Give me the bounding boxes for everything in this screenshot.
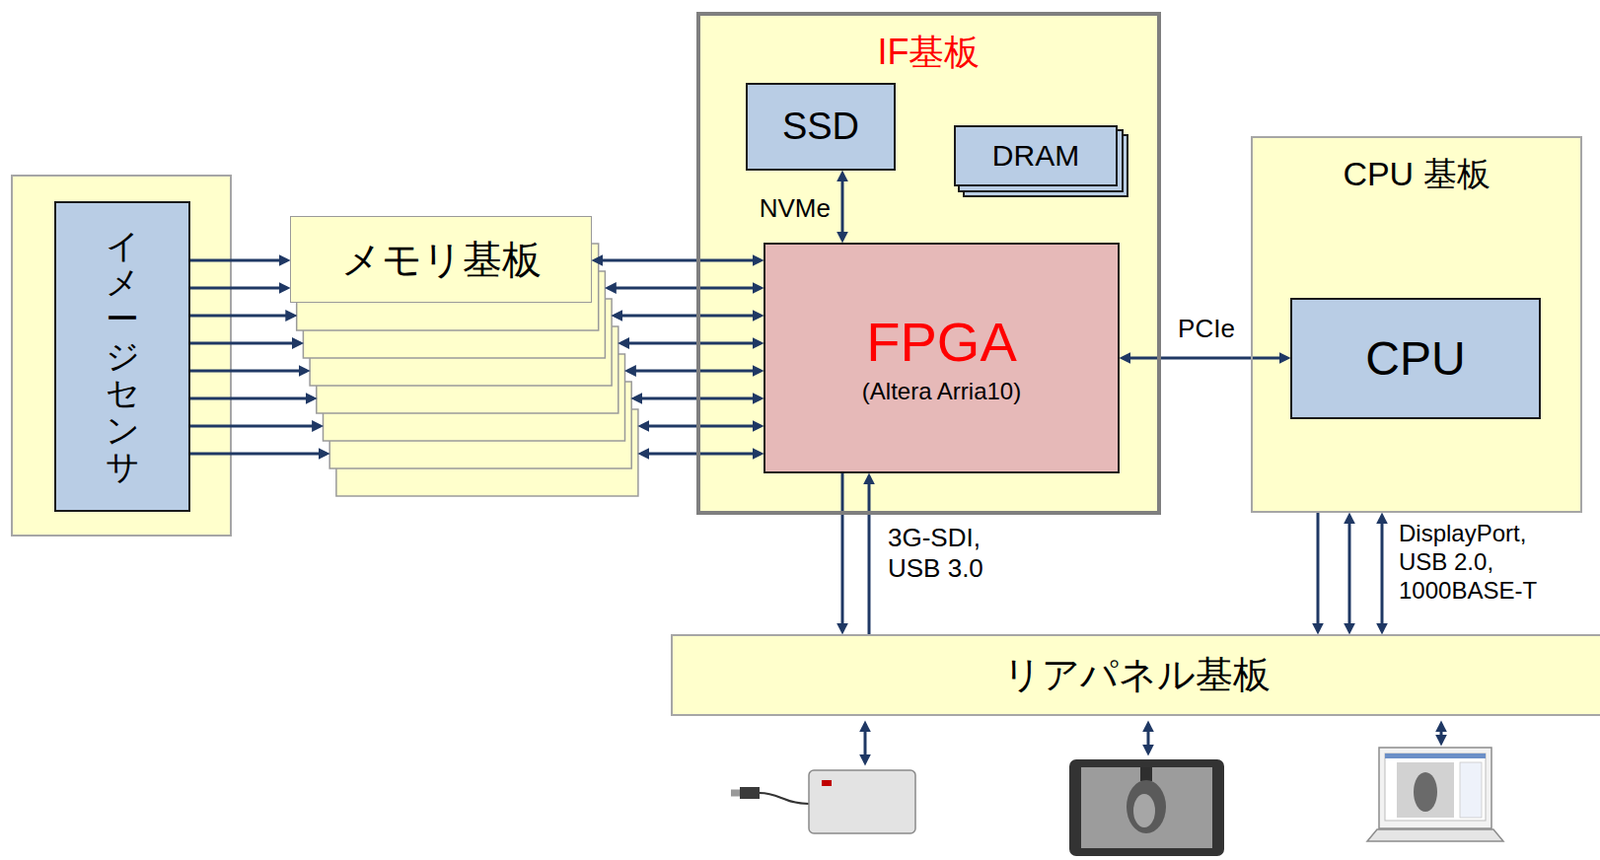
component-label: イメージセンサ: [105, 227, 140, 487]
laptop-panel: [1459, 762, 1482, 818]
rear-panel-board: リアパネル基板: [670, 634, 1600, 717]
data-arrow: [190, 425, 321, 429]
monitor-screen: [1081, 767, 1213, 849]
signal-arrow: [868, 476, 872, 635]
usb-plug: [739, 787, 760, 800]
laptop-picture: [1413, 772, 1438, 812]
component-label: SSD: [782, 105, 860, 149]
connector-layer: [190, 173, 1382, 635]
usb-cable: [759, 793, 809, 804]
sensor-chip: イメージセンサ: [54, 201, 191, 512]
data-arrow: [190, 342, 300, 346]
component-label: DRAM: [992, 139, 1080, 174]
ssd-box: SSD: [745, 82, 896, 171]
cpu-board-fill: [1250, 136, 1583, 513]
sensor-board: [11, 175, 231, 536]
signal-arrow: [841, 473, 845, 632]
usb-plug-tip: [730, 790, 740, 798]
chip-name: FPGA: [866, 310, 1017, 374]
cpu-box: CPU: [1290, 297, 1541, 420]
monitor-icon: [1069, 759, 1225, 857]
data-arrow: [190, 287, 288, 291]
data-arrow: [621, 342, 761, 346]
interface-label: 3G-SDI, USB 3.0: [887, 522, 1017, 584]
data-arrow: [628, 369, 762, 373]
signal-arrow: [1381, 515, 1384, 632]
signal-arrow: [1316, 512, 1320, 632]
signal-arrow: [1122, 357, 1288, 361]
dram-box: DRAM: [953, 125, 1118, 187]
data-arrow: [641, 425, 761, 429]
data-arrow: [641, 452, 761, 456]
memory-board: メモリ基板: [290, 216, 592, 303]
data-arrow: [607, 287, 761, 291]
interface-label: DisplayPort, USB 2.0, 1000BASE-T: [1398, 519, 1567, 605]
signal-arrow: [190, 259, 288, 263]
data-arrow: [190, 397, 314, 401]
laptop-icon: [1379, 747, 1492, 829]
monitor-picture: [1126, 780, 1166, 834]
component-label: CPU: [1365, 331, 1465, 386]
cpu-board: CPU 基板 CPU: [1250, 136, 1583, 513]
data-arrow: [614, 314, 761, 318]
board-label: リアパネル基板: [1003, 654, 1271, 698]
device-arrow: [1440, 724, 1444, 743]
board-title: IF基板: [877, 31, 981, 73]
data-arrow: [190, 369, 307, 373]
laptop-titlebar: [1384, 753, 1486, 759]
monitor-picture: [1133, 794, 1156, 828]
monitor-picture: [1140, 767, 1153, 782]
laptop-base: [1367, 829, 1504, 842]
signal-arrow: [594, 259, 761, 263]
signal-arrow: [841, 173, 845, 240]
device-arrow: [864, 724, 868, 763]
interface-board-fill: [696, 11, 1162, 515]
usb-drive-icon: [808, 770, 916, 834]
interface-board: IF基板 SSD DRAM FPGA (Altera Arria10): [696, 11, 1162, 515]
chip-model: (Altera Arria10): [862, 377, 1021, 406]
board-label: メモリ基板: [341, 236, 542, 283]
laptop-picture: [1396, 762, 1455, 818]
board-title: CPU 基板: [1342, 154, 1490, 194]
interface-label: NVMe: [722, 193, 831, 224]
usb-drive-led: [821, 780, 832, 787]
fpga-box: FPGA (Altera Arria10): [763, 242, 1120, 474]
interface-label: PCIe: [1163, 313, 1249, 345]
data-arrow: [190, 314, 294, 318]
laptop-window: [1384, 753, 1486, 821]
signal-arrow: [1348, 515, 1352, 632]
device-arrow: [1147, 724, 1151, 753]
data-arrow: [190, 452, 327, 456]
